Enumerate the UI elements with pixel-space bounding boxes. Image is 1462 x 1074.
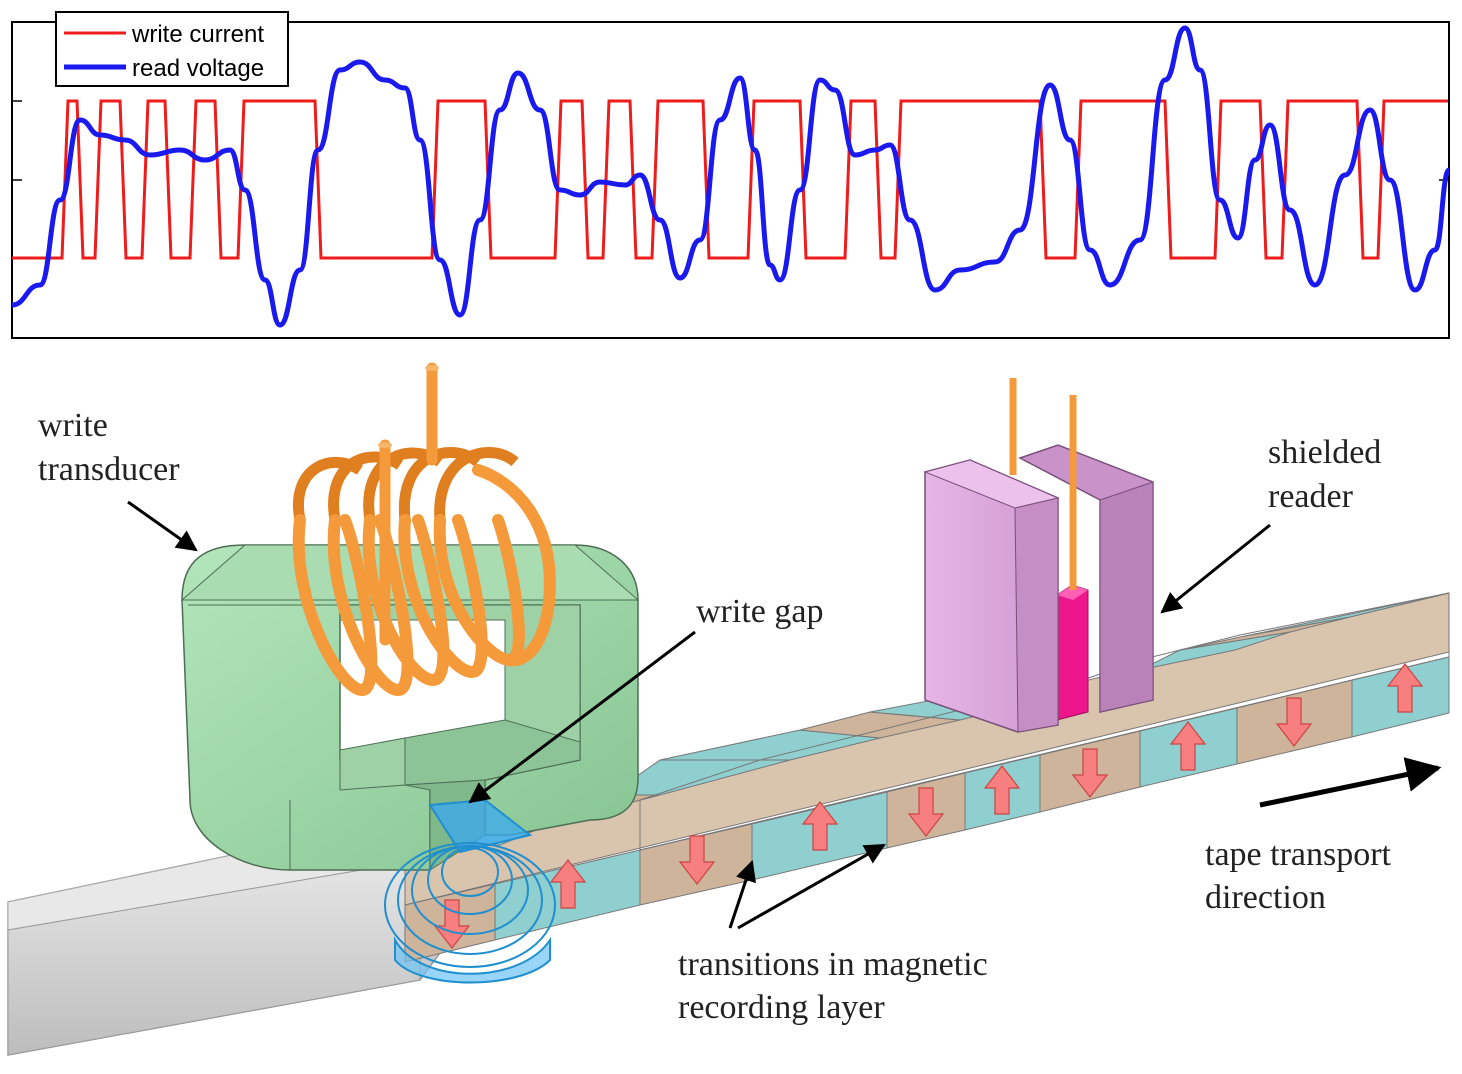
label-tape-transport-1: tape transport (1205, 836, 1392, 873)
magnetization-down-icon (678, 835, 716, 885)
label-tape-transport-2: direction (1205, 879, 1326, 916)
label-transitions-1: transitions in magnetic (678, 946, 988, 983)
label-write-gap: write gap (696, 593, 823, 630)
magnetization-up-icon (549, 859, 587, 909)
magnetization-up-icon (983, 765, 1021, 815)
legend-label-read-voltage: read voltage (132, 55, 264, 82)
coil-front (292, 464, 556, 697)
arrow-write-transducer (127, 500, 198, 552)
arrow-transition-2 (737, 843, 886, 930)
shielded-reader (923, 378, 1154, 733)
arrow-write-gap (468, 630, 696, 804)
arrow-shielded-reader (1160, 523, 1271, 614)
magnetization-down-icon (1071, 748, 1109, 798)
plot-legend: write current read voltage (55, 11, 289, 87)
arrow-tape-direction (1259, 757, 1442, 808)
label-shielded-reader-2: reader (1268, 478, 1354, 515)
label-shielded-reader-1: shielded (1268, 434, 1381, 471)
callout-arrows (127, 500, 1442, 930)
signal-plot: write current read voltage (11, 11, 1452, 339)
transducer-core (181, 544, 639, 871)
label-write-transducer-1: write (38, 407, 108, 444)
legend-box (55, 11, 289, 87)
fringing-field (384, 798, 556, 984)
arrow-transition-1 (728, 860, 756, 929)
magnetization-down-icon (1275, 697, 1313, 747)
tape-top-cells (404, 592, 1450, 846)
magnetization-down-icon (907, 787, 945, 837)
magnetization-up-icon (1169, 721, 1207, 771)
coil-back (293, 447, 519, 522)
read-voltage-series (11, 25, 1452, 328)
write-transducer (180, 362, 640, 984)
label-write-transducer-2: transducer (38, 451, 180, 488)
magnetization-up-icon (1386, 663, 1424, 713)
magnetization-down-icon (433, 899, 471, 949)
magnetization-up-icon (801, 801, 839, 851)
label-transitions-2: recording layer (678, 989, 885, 1026)
coil-leads (379, 362, 438, 646)
magnetization-arrows (433, 663, 1424, 949)
magnetic-tape (7, 592, 1450, 1056)
legend-label-write-current: write current (131, 21, 264, 48)
callout-labels: write transducer write gap shielded read… (38, 407, 1392, 1026)
